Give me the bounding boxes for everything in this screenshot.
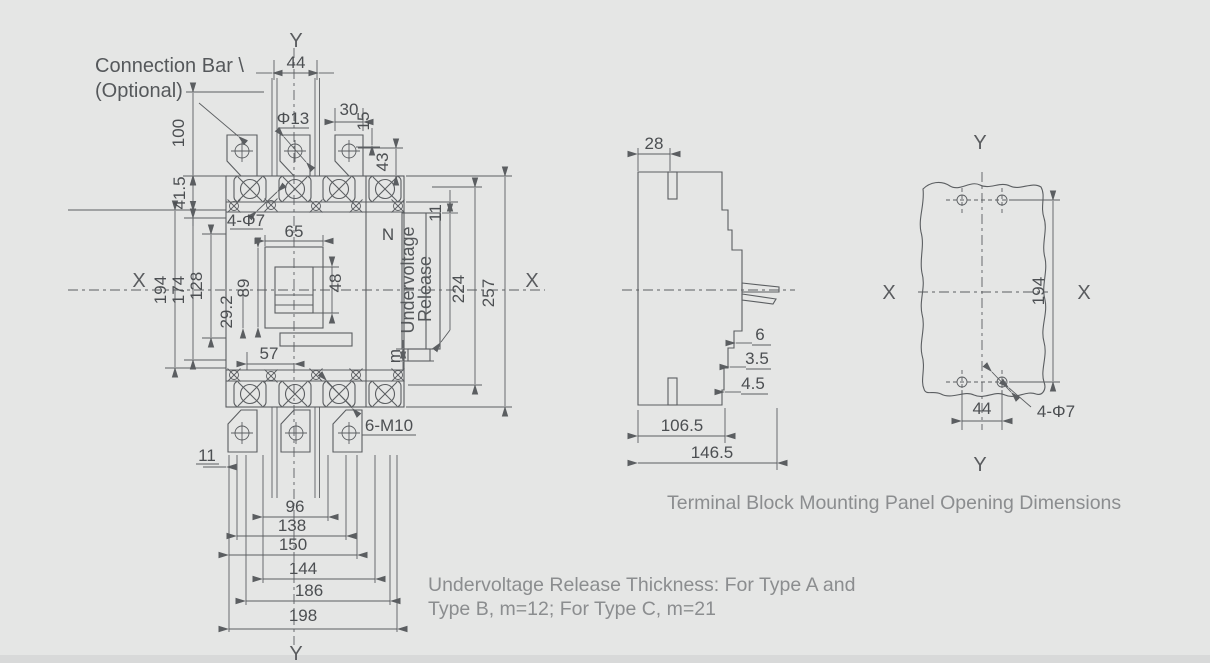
dim-65: 65: [285, 222, 304, 241]
side-top-tab: [667, 171, 678, 200]
dim-100: 100: [169, 119, 188, 147]
dim-144: 144: [289, 559, 317, 578]
dim-11-right: 11: [426, 204, 445, 222]
side-view: 28 6 3.5 4.5 106.5 146.5: [622, 134, 795, 470]
panel-axis-y-bottom-label: Y: [973, 454, 986, 476]
dim-186: 186: [295, 581, 323, 600]
dim-11-left: 11: [198, 446, 216, 465]
terminal-screw: [368, 175, 402, 203]
terminal-screw: [368, 380, 402, 408]
terminal-screw: [278, 380, 312, 408]
panel-axis-x-right-label: X: [1077, 282, 1090, 304]
panel-caption: Terminal Block Mounting Panel Opening Di…: [667, 492, 1121, 514]
panel-opening-view: Y Y X X 194 44 4-Φ7: [882, 132, 1090, 476]
panel-dim-4-phi7: 4-Φ7: [1037, 402, 1075, 421]
note-line-2: Type B, m=12; For Type C, m=21: [428, 598, 716, 620]
note-line-1: Undervoltage Release Thickness: For Type…: [428, 574, 855, 596]
dim-44: 44: [287, 53, 306, 72]
axis-y-bottom-label: Y: [289, 643, 302, 663]
front-dimension-lines: [68, 60, 512, 633]
dim-m: m: [385, 349, 404, 363]
front-view-texts: Y Connection Bar \ (Optional) 44 100 Φ13…: [95, 30, 539, 663]
dim-3-5: 3.5: [745, 349, 769, 368]
dim-phi13: Φ13: [277, 109, 309, 128]
side-body-outline: [637, 171, 780, 406]
terminal-screw: [322, 175, 356, 203]
side-handle: [741, 282, 780, 293]
dim-29-2: 29.2: [217, 295, 236, 328]
dim-41-5: 41.5: [170, 176, 189, 209]
connection-bars-bottom: [227, 409, 363, 453]
panel-dim-44: 44: [973, 399, 992, 418]
dim-15: 15: [354, 112, 373, 131]
undervoltage-release-label2: Release: [415, 256, 435, 322]
dim-30: 30: [340, 100, 359, 119]
dim-150: 150: [279, 535, 307, 554]
panel-view-texts: Y Y X X 194 44 4-Φ7: [882, 132, 1090, 476]
connection-bars-top: [226, 134, 364, 177]
interphase-barriers: [271, 78, 320, 498]
dim-174: 174: [169, 276, 188, 304]
dim-128: 128: [187, 272, 206, 300]
label-plate: [279, 332, 353, 347]
dim-257: 257: [479, 279, 498, 307]
dim-57: 57: [260, 344, 279, 363]
terminal-screw: [233, 175, 267, 203]
side-dimension-lines: [627, 148, 788, 470]
side-view-texts: 28 6 3.5 4.5 106.5 146.5: [645, 134, 769, 462]
panel-axis-y-top-label: Y: [973, 132, 986, 154]
terminal-screw: [278, 175, 312, 203]
panel-dim-194: 194: [1029, 277, 1048, 305]
connection-bar-optional-label: (Optional): [95, 80, 183, 102]
dim-106-5: 106.5: [661, 416, 704, 435]
dim-4-phi7: 4-Φ7: [227, 211, 265, 230]
axis-y-top-label: Y: [289, 30, 302, 52]
dim-146-5: 146.5: [691, 443, 734, 462]
dim-89: 89: [234, 279, 253, 298]
handle-escutcheon: [264, 246, 353, 347]
dim-194: 194: [151, 276, 170, 304]
dim-6: 6: [755, 325, 764, 344]
side-bottom-tab: [667, 377, 678, 406]
dim-6-m10: 6-M10: [365, 416, 413, 435]
panel-axis-x-left-label: X: [882, 282, 895, 304]
undervoltage-release-label: Undervoltage: [398, 226, 418, 333]
dim-138: 138: [278, 516, 306, 535]
dim-28: 28: [645, 134, 664, 153]
dim-48: 48: [326, 274, 345, 293]
captions: Terminal Block Mounting Panel Opening Di…: [428, 492, 1121, 620]
dim-224: 224: [449, 275, 468, 303]
panel-outline: [919, 181, 1047, 397]
dim-4-5: 4.5: [741, 374, 765, 393]
page-bottom-edge: [0, 655, 1210, 663]
front-view: Y Connection Bar \ (Optional) 44 100 Φ13…: [68, 30, 545, 663]
connection-bar-label: Connection Bar \: [95, 55, 244, 77]
dim-96: 96: [286, 497, 305, 516]
axis-x-left-label: X: [132, 270, 145, 292]
terminal-screw: [233, 380, 267, 408]
panel-dimension-lines: [951, 190, 1060, 430]
dim-198: 198: [289, 606, 317, 625]
axis-x-right-label: X: [525, 270, 538, 292]
dim-43: 43: [373, 153, 392, 172]
neutral-pole-label: N: [382, 225, 394, 244]
